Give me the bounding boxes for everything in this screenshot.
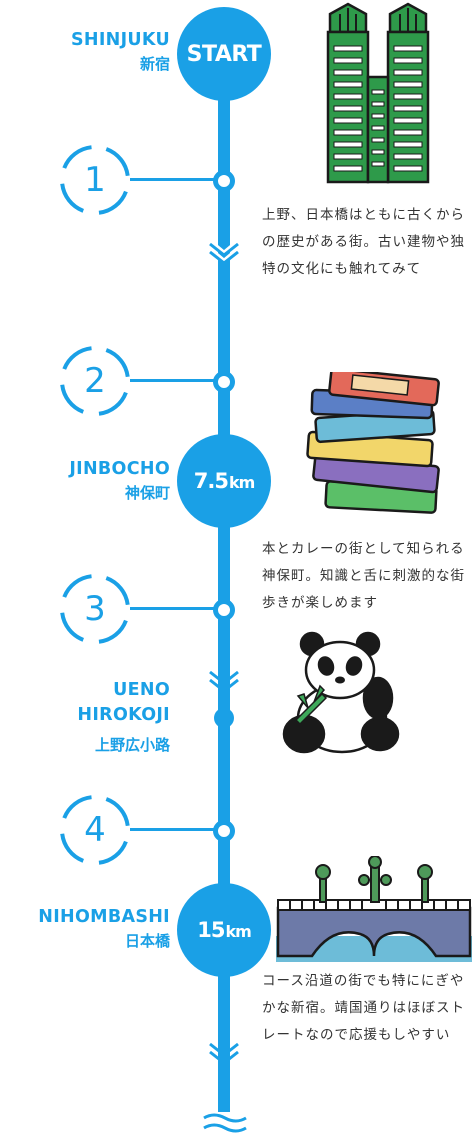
ueno-station-dot [214,708,234,728]
checkpoint-4: 4 [58,793,132,867]
checkpoint-3: 3 [58,572,132,646]
dashed-circle-icon [60,346,130,416]
station-ueno-ja: 上野広小路 [94,736,170,754]
checkpoint-3-number: 3 [84,589,106,629]
dashed-circle-icon [60,574,130,644]
checkpoint-4-number: 4 [84,810,106,850]
station-jinbocho-ja: 神保町 [124,484,170,502]
chevron-down-icon [209,670,239,693]
tokyo-metropolitan-building-icon [326,2,430,184]
jinbocho-distance-badge: 7.5km [177,434,271,528]
book-stack-icon [306,372,440,514]
station-ueno: UENO HIROKOJI 上野広小路 [77,678,170,756]
station-nihombashi: NIHOMBASHI 日本橋 [38,905,170,952]
station-ueno-en-1: UENO [113,680,170,700]
station-jinbocho: JINBOCHO 神保町 [69,457,170,504]
junction-4 [213,820,235,842]
dashed-circle-icon [60,145,130,215]
nihombashi-unit: km [225,922,251,941]
wave-break-icon [203,1112,247,1138]
start-label: START [186,41,262,67]
station-ueno-en-2: HIROKOJI [77,705,170,725]
chevron-down-icon [209,1042,239,1065]
checkpoint-3-connector [130,607,222,610]
checkpoint-4-connector [130,828,222,831]
station-nihombashi-ja: 日本橋 [124,932,170,950]
dashed-circle-icon [60,795,130,865]
station-jinbocho-en: JINBOCHO [69,459,170,479]
route-line [218,60,230,1122]
station-shinjuku-ja: 新宿 [139,55,170,73]
station-nihombashi-en: NIHOMBASHI [38,907,170,927]
checkpoint-2-number: 2 [84,361,106,401]
junction-1 [213,170,235,192]
nihombashi-distance: 15 [197,918,225,942]
junction-2 [213,371,235,393]
station-shinjuku-en: SHINJUKU [71,30,170,50]
jinbocho-unit: km [228,473,255,492]
checkpoint-1-connector [130,178,222,181]
junction-3 [213,599,235,621]
start-badge: START [177,7,271,101]
checkpoint-2-connector [130,379,222,382]
panda-icon [282,631,400,754]
checkpoint-1-number: 1 [84,160,106,200]
checkpoint-2: 2 [58,344,132,418]
station-shinjuku: SHINJUKU 新宿 [71,28,170,75]
description-jinbocho: 本とカレーの街として知られる神保町。知識と舌に刺激的な街歩きが楽しめます [262,541,465,611]
checkpoint-1: 1 [58,143,132,217]
description-shinjuku: コース沿道の街でも特ににぎやかな新宿。靖国通りはほぼストレートなので応援もしやす… [262,973,465,1043]
description-ueno-nihombashi: 上野、日本橋はともに古くからの歴史がある街。古い建物や独特の文化にも触れてみて [262,207,465,277]
jinbocho-distance: 7.5 [193,469,229,493]
chevron-down-icon [209,240,239,265]
nihombashi-distance-badge: 15km [177,883,271,977]
nihombashi-bridge-icon [276,856,472,962]
